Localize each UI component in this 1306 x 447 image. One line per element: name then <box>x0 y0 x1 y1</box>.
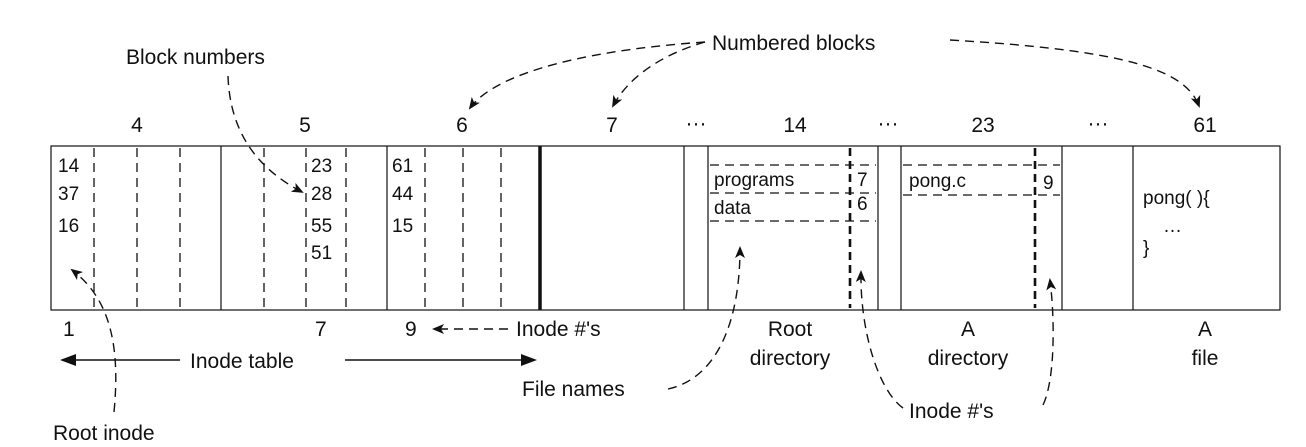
inode-number-label: 1 <box>63 318 75 341</box>
block-header-5: 5 <box>299 114 311 137</box>
numbered-blocks-arrow <box>949 39 1201 108</box>
inode-block-number: 14 <box>58 156 80 177</box>
inode-block-number: 28 <box>311 184 332 205</box>
block-header-6: 6 <box>456 114 468 137</box>
file-content-line: } <box>1143 238 1149 259</box>
block-header-ellipsis-2: ··· <box>878 112 899 135</box>
a-directory-label: A <box>961 318 975 341</box>
numbered-blocks-arrow <box>612 41 706 108</box>
inode-nums-arrow-left <box>855 270 904 409</box>
block-header-23: 23 <box>971 114 994 137</box>
numbered-blocks-arrow <box>468 41 706 110</box>
inode-nums-bottom-label: Inode #'s <box>909 400 994 423</box>
block-header-7: 7 <box>606 114 618 137</box>
directory-entry-name: data <box>714 198 751 219</box>
root-directory-label: Root <box>768 318 813 341</box>
directory-entry-inode: 9 <box>1043 173 1054 194</box>
block-header-4: 4 <box>131 114 143 137</box>
inode-block-number: 61 <box>392 156 413 177</box>
root-inode-label: Root inode <box>53 422 155 445</box>
file-names-label: File names <box>522 378 625 401</box>
inode-block-number: 44 <box>392 184 414 205</box>
inode-nums-label: Inode #'s <box>516 318 601 341</box>
a-directory-label: directory <box>928 347 1009 370</box>
directory-entry-name: pong.c <box>909 171 966 192</box>
disk-strip <box>50 145 1281 311</box>
directory-entry-name: programs <box>714 170 794 191</box>
block-header-ellipsis-1: ··· <box>686 112 707 135</box>
inode-block-number: 23 <box>311 156 332 177</box>
inode-block-number: 55 <box>311 216 332 237</box>
block-header-61: 61 <box>1193 114 1216 137</box>
file-content-line: … <box>1163 216 1182 237</box>
file-content-line: pong( ){ <box>1143 188 1210 209</box>
block-header-14: 14 <box>783 114 807 137</box>
inode-number-label: 9 <box>405 318 417 341</box>
inode-nums-arrow-right <box>1042 278 1057 406</box>
inode-number-label: 7 <box>315 318 327 341</box>
inode-block-number: 51 <box>311 243 332 264</box>
inode-block-number: 15 <box>392 216 413 237</box>
block-header-ellipsis-3: ··· <box>1088 112 1109 135</box>
root-directory-label: directory <box>750 347 831 370</box>
block-numbers-arrow <box>227 75 304 193</box>
inode-table-label: Inode table <box>190 350 294 373</box>
numbered-blocks-label: Numbered blocks <box>712 32 875 55</box>
inode-block-number: 37 <box>58 184 79 205</box>
root-inode-arrow <box>70 268 117 413</box>
block-numbers-label: Block numbers <box>126 46 265 69</box>
file-names-arrow <box>667 246 745 390</box>
inode-block-number: 16 <box>58 216 79 237</box>
a-file-label: file <box>1192 347 1219 370</box>
directory-entry-inode: 7 <box>857 170 868 191</box>
a-file-label: A <box>1198 318 1212 341</box>
directory-entry-inode: 6 <box>857 194 868 215</box>
